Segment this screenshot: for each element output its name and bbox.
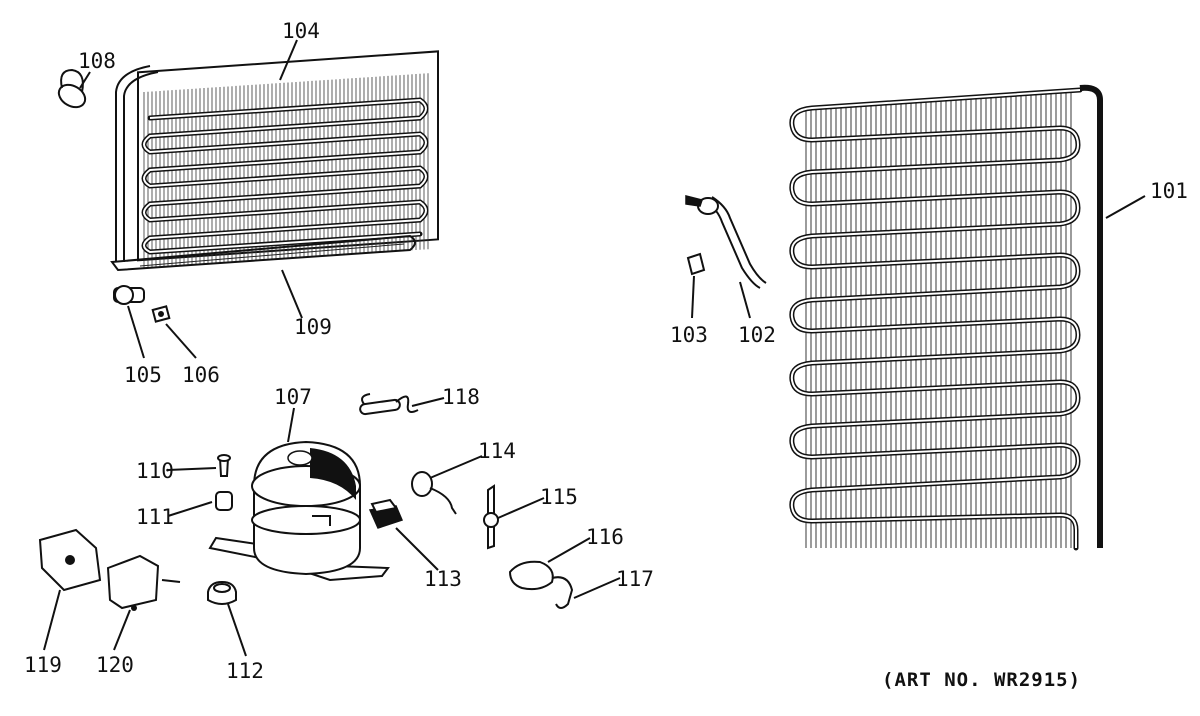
relay-part-113 [368, 498, 404, 529]
label-101: 101 [1150, 179, 1188, 203]
leader-110 [167, 467, 217, 471]
leader-119 [43, 589, 61, 651]
overload-part-114 [411, 471, 457, 515]
label-107: 107 [274, 385, 312, 409]
label-109: 109 [294, 315, 332, 339]
label-108: 108 [78, 49, 116, 73]
harness-part-118 [359, 393, 419, 416]
condenser-coil-part-101 [789, 84, 1103, 551]
control-part-119 [38, 528, 102, 592]
label-104: 104 [282, 19, 320, 43]
label-115: 115 [540, 485, 578, 509]
label-105: 105 [124, 363, 162, 387]
condenser-header-tube [1079, 84, 1103, 548]
art-number: (ART NO. WR2915) [882, 669, 1081, 691]
leader-101 [1105, 195, 1146, 219]
label-111: 111 [136, 505, 174, 529]
bushing-part-111 [215, 491, 233, 511]
grommet-part-112 [207, 580, 237, 605]
label-120: 120 [96, 653, 134, 677]
tube-cap-part-103 [686, 252, 706, 276]
capacitor-part-116 [508, 560, 554, 591]
thermostat-part-108 [57, 68, 87, 109]
label-106: 106 [182, 363, 220, 387]
leader-107 [287, 407, 295, 443]
label-113: 113 [424, 567, 462, 591]
leader-120 [113, 609, 131, 651]
leader-114 [429, 455, 483, 479]
leader-106 [165, 323, 197, 359]
drier-tube-part-102 [685, 195, 767, 289]
label-112: 112 [226, 659, 264, 683]
bracket-part-120 [106, 554, 181, 611]
leader-lines [43, 39, 1146, 657]
condenser-tube-highlight [790, 89, 1081, 548]
clip-part-106 [151, 305, 171, 323]
label-119: 119 [24, 653, 62, 677]
label-117: 117 [616, 567, 654, 591]
leader-115 [497, 497, 545, 519]
leader-111 [167, 501, 213, 517]
leader-117 [573, 577, 621, 599]
drain-part-105 [113, 285, 145, 305]
bracket-part-117 [551, 576, 574, 609]
label-114: 114 [478, 439, 516, 463]
leader-113 [395, 527, 439, 571]
leader-108 [79, 71, 91, 89]
label-118: 118 [442, 385, 480, 409]
evaporator-serpentine-highlight [143, 98, 427, 254]
part-labels: 101 102 103 104 105 106 107 108 109 110 … [24, 19, 1188, 683]
label-110: 110 [136, 459, 174, 483]
leader-109 [281, 269, 303, 319]
leader-103 [691, 275, 695, 319]
leader-105 [127, 305, 145, 359]
leader-118 [411, 397, 445, 407]
clip-part-115 [483, 484, 499, 550]
label-102: 102 [738, 323, 776, 347]
leader-116 [547, 537, 591, 563]
screw-part-110 [217, 454, 231, 477]
defrost-heater-part-109 [110, 234, 416, 272]
evaporator-part-104 [115, 50, 439, 268]
leader-102 [739, 281, 751, 319]
compressor-part-107 [208, 440, 390, 582]
leader-104 [279, 39, 298, 81]
label-116: 116 [586, 525, 624, 549]
leader-112 [227, 603, 247, 657]
label-103: 103 [670, 323, 708, 347]
